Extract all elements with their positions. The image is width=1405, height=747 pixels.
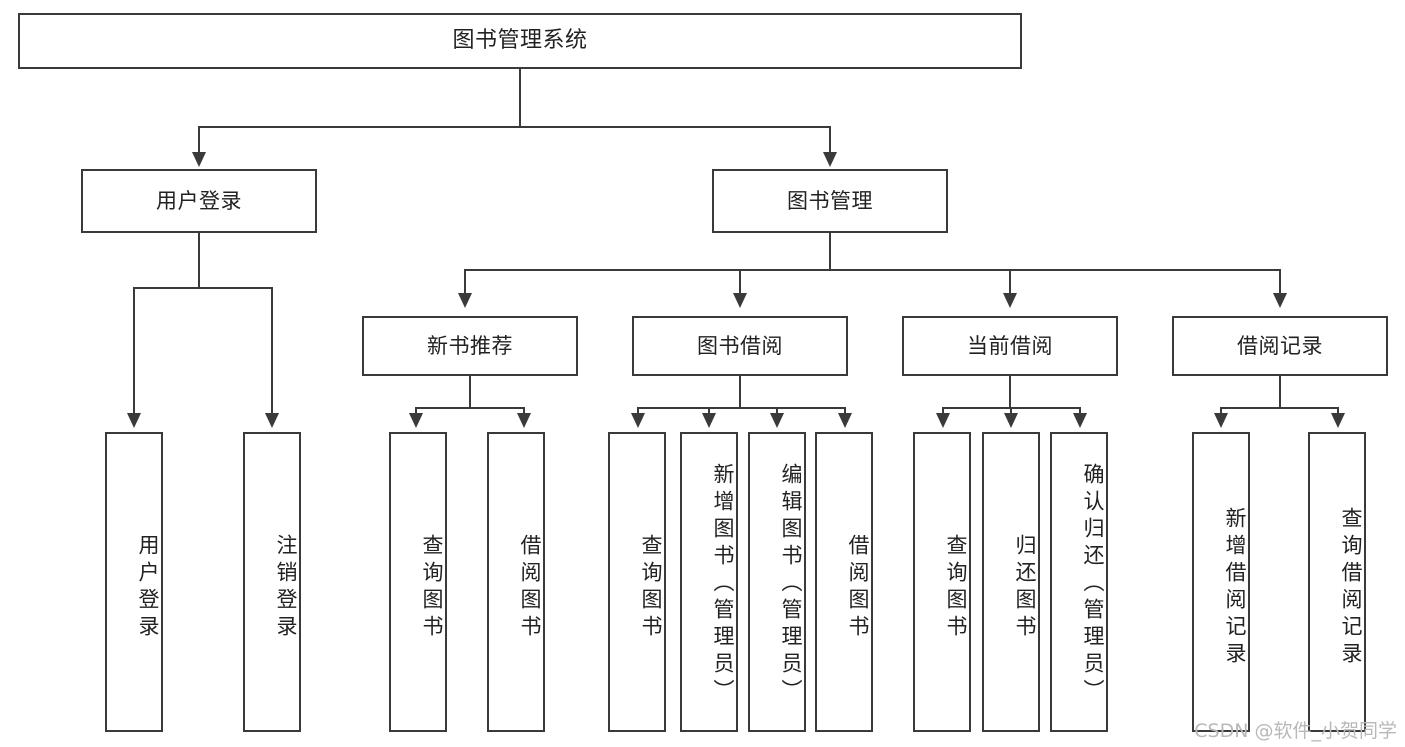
connector-bm-to-new-book [464,269,466,295]
connector-nbr-to-leaf2 [523,407,525,415]
arrowhead-leaf-query-book-3 [936,413,950,428]
arrowhead-leaf-borrow-book-1 [517,413,531,428]
arrowhead-leaf-query-book-1 [409,413,423,428]
connector-book-management-bus [464,269,1279,271]
connector-user-login-to-leaf2 [271,287,273,415]
connector-nbr-bus [415,407,523,409]
connector-br-bus [1220,407,1337,409]
arrowhead-leaf-confirm-return-admin [1073,413,1087,428]
arrowhead-leaf-add-book-admin [702,413,716,428]
arrowhead-leaf-query-book-2 [631,413,645,428]
connector-bm-to-current-borrow [1009,269,1011,295]
connector-bb-to-leaf4 [844,407,846,415]
node-leaf-return-book[interactable]: 归还图书 [982,432,1040,732]
connector-user-login-bus [133,287,272,289]
connector-bb-to-leaf3 [776,407,778,415]
connector-cb-to-leaf1 [942,407,944,415]
arrowhead-leaf-query-borrow-record [1331,413,1345,428]
node-leaf-borrow-book-2[interactable]: 借阅图书 [815,432,873,732]
node-leaf-logout-login[interactable]: 注销登录 [243,432,301,732]
arrowhead-leaf-return-book [1004,413,1018,428]
connector-user-login-stem [198,233,200,287]
arrowhead-leaf-add-borrow-record [1214,413,1228,428]
arrowhead-leaf-logout-login [265,413,279,428]
node-leaf-query-borrow-record[interactable]: 查询借阅记录 [1308,432,1366,732]
arrowhead-user-login [192,152,206,167]
node-leaf-add-borrow-record[interactable]: 新增借阅记录 [1192,432,1250,732]
connector-br-stem [1279,376,1281,407]
csdn-watermark: CSDN @软件_小贺同学 [1194,720,1397,742]
node-book-management[interactable]: 图书管理 [712,169,948,233]
connector-root-to-user-login [198,126,200,154]
node-leaf-borrow-book-1[interactable]: 借阅图书 [487,432,545,732]
connector-root-stem [519,69,521,126]
connector-bb-to-leaf1 [637,407,639,415]
connector-cb-to-leaf3 [1079,407,1081,415]
connector-bb-stem [739,376,741,407]
node-leaf-add-book-admin[interactable]: 新增图书（管理员） [680,432,738,732]
arrowhead-new-book-recommend [458,293,472,308]
connector-book-management-stem [829,233,831,269]
node-leaf-edit-book-admin[interactable]: 编辑图书（管理员） [748,432,806,732]
node-leaf-query-book-2[interactable]: 查询图书 [608,432,666,732]
node-leaf-query-book-1[interactable]: 查询图书 [389,432,447,732]
node-root-book-management-system[interactable]: 图书管理系统 [18,13,1022,69]
node-user-login[interactable]: 用户登录 [81,169,317,233]
node-leaf-query-book-3[interactable]: 查询图书 [913,432,971,732]
connector-cb-stem [1009,376,1011,407]
connector-br-to-leaf2 [1337,407,1339,415]
node-leaf-user-login[interactable]: 用户登录 [105,432,163,732]
node-current-borrow[interactable]: 当前借阅 [902,316,1118,376]
arrowhead-borrow-record [1273,293,1287,308]
node-new-book-recommend[interactable]: 新书推荐 [362,316,578,376]
node-book-borrow[interactable]: 图书借阅 [632,316,848,376]
connector-br-to-leaf1 [1220,407,1222,415]
connector-bb-to-leaf2 [708,407,710,415]
connector-cb-to-leaf2 [1010,407,1012,415]
arrowhead-leaf-edit-book-admin [770,413,784,428]
connector-bm-to-book-borrow [739,269,741,295]
arrowhead-book-borrow [733,293,747,308]
connector-root-to-book-management [829,126,831,154]
arrowhead-current-borrow [1003,293,1017,308]
node-borrow-record[interactable]: 借阅记录 [1172,316,1388,376]
node-leaf-confirm-return-admin[interactable]: 确认归还（管理员） [1050,432,1108,732]
connector-bm-to-borrow-record [1279,269,1281,295]
connector-nbr-to-leaf1 [415,407,417,415]
arrowhead-book-management [823,152,837,167]
connector-user-login-to-leaf1 [133,287,135,415]
arrowhead-leaf-borrow-book-2 [838,413,852,428]
connector-bb-bus [637,407,844,409]
connector-nbr-stem [469,376,471,407]
arrowhead-leaf-user-login [127,413,141,428]
connector-root-bus [198,126,831,128]
